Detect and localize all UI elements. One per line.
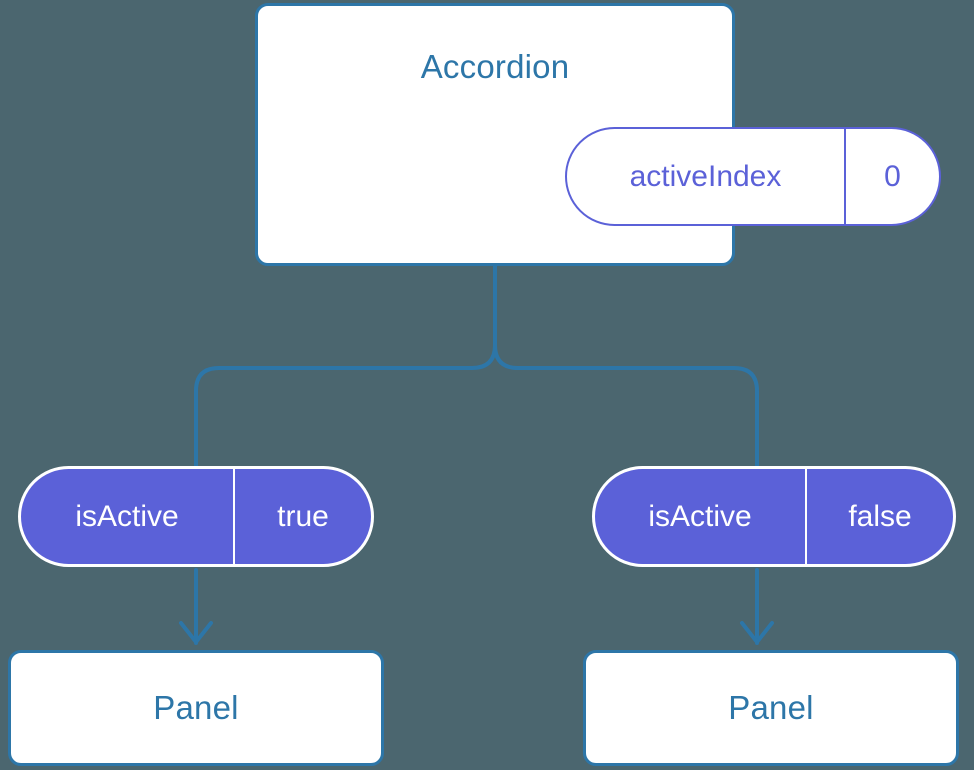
accordion-component-node[interactable]: Accordion activeIndex 0 <box>255 3 941 266</box>
arrow-right <box>740 568 774 645</box>
prop-value-right: false <box>848 499 912 533</box>
panel-component-node-right[interactable]: Panel <box>583 650 959 766</box>
prop-key-left: isActive <box>21 469 235 564</box>
panel-title-left: Panel <box>153 689 239 726</box>
prop-value-left: true <box>277 499 329 533</box>
accordion-state-key: activeIndex <box>567 129 846 224</box>
prop-pill-is-active-true[interactable]: isActive true <box>18 466 374 567</box>
panel-title-right: Panel <box>728 689 814 726</box>
panel-component-node-left[interactable]: Panel <box>8 650 384 766</box>
tree-connector-path-right <box>493 264 759 470</box>
accordion-state-value: 0 <box>884 159 901 193</box>
arrow-left <box>179 568 213 645</box>
accordion-state-pill[interactable]: activeIndex 0 <box>565 127 941 226</box>
tree-connector-path <box>194 264 497 470</box>
prop-pill-is-active-false[interactable]: isActive false <box>592 466 956 567</box>
prop-key-right: isActive <box>595 469 807 564</box>
accordion-title: Accordion <box>420 48 570 85</box>
